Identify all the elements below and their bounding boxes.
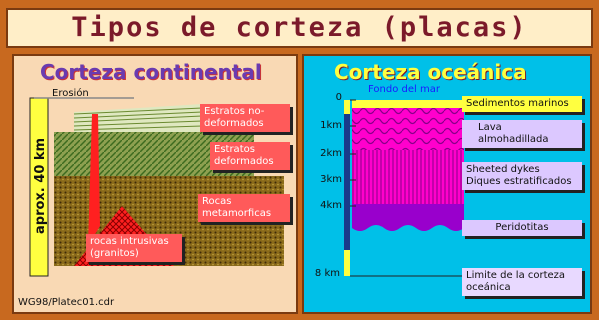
depth-1km: 1km [320,120,342,131]
depth-8km: 8 km [314,268,340,279]
source-footer: WG98/Platec01.cdr [18,297,115,308]
label-pillow-lava: Lava almohadillada [462,120,582,148]
figure-title: Tipos de corteza (placas) [71,12,528,43]
label-crust-limit: Limite de la corteza oceánica [462,268,582,296]
sediment-layer [352,100,464,108]
depth-scale [344,100,350,276]
label-undeformed-strata: Estratos no- deformados [200,104,290,132]
continental-panel: Corteza continental [12,54,298,314]
label-sediments: Sedimentos marinos [462,96,582,112]
depth-3km: 3km [320,174,342,185]
label-metamorphic-rocks: Rocas metamorficas [198,194,290,222]
depth-4km: 4km [320,200,342,211]
depth-0: 0 [335,92,342,103]
oceanic-diagram [344,99,464,277]
title-bar: Tipos de corteza (placas) [6,8,593,48]
continental-heading: Corteza continental [40,60,262,84]
label-peridotite: Peridotitas [462,220,582,236]
depth-2km: 2km [320,148,342,159]
sheeted-dykes-layer [352,150,464,204]
label-sheeted-dykes: Sheeted dykes Diques estratificados [462,162,582,190]
oceanic-heading: Corteza oceánica [334,60,527,84]
peridotite-layer [352,204,464,231]
label-intrusive-rocks: rocas intrusivas (granitos) [86,234,182,262]
label-deformed-strata: Estratos deformados [210,142,290,170]
oceanic-panel: Corteza oceánica 0 [302,54,592,314]
thickness-label: aprox. 40 km [33,137,48,234]
pillow-lava-layer [352,108,464,150]
intrusive-dyke [88,114,100,246]
erosion-label: Erosión [52,88,89,99]
seafloor-label: Fondo del mar [368,84,440,95]
